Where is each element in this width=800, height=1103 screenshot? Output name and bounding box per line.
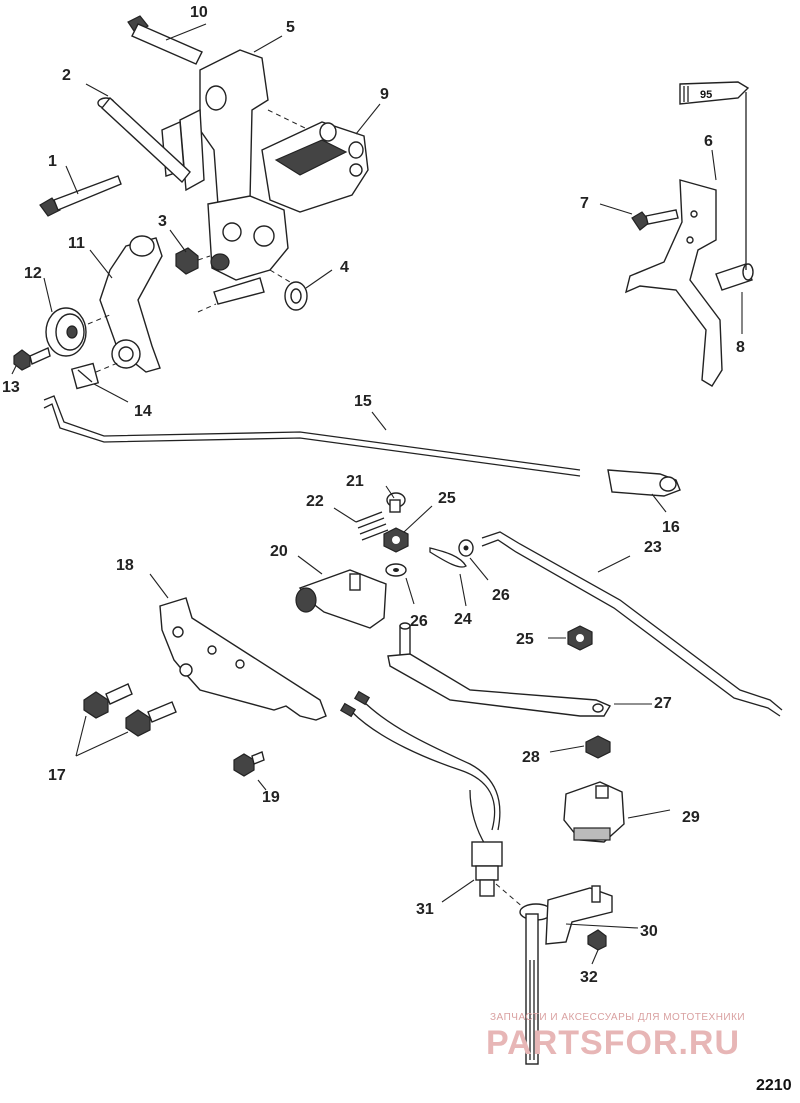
part-12-pulley (45, 307, 87, 357)
callout-16: 16 (662, 519, 680, 536)
callout-31: 31 (416, 901, 434, 918)
watermark-logo: ЗАПЧАСТИ И АКСЕССУАРЫ ДЛЯ МОТОТЕХНИКИ PA… (486, 1012, 745, 1062)
watermark-brand: PARTSFOR.RU (486, 1024, 740, 1062)
part-2-pin (97, 96, 191, 184)
sealant-tube-label: 95 (700, 89, 712, 101)
part-8-pin (715, 263, 754, 291)
part-14-clip (70, 362, 100, 390)
part-25-nut-upper (383, 527, 409, 553)
part-11-lever (99, 235, 163, 373)
callout-29: 29 (682, 809, 700, 826)
part-26-washer-b (385, 563, 407, 577)
part-25-nut-lower (567, 625, 593, 651)
callout-12: 12 (24, 265, 42, 282)
trunnion-block (207, 195, 289, 281)
callout-4: 4 (340, 259, 349, 276)
callout-21: 21 (346, 473, 364, 490)
part-23-rod (481, 531, 783, 717)
callout-20: 20 (270, 543, 288, 560)
part-1-bolt (39, 175, 122, 217)
part-30-shaft-assembly (519, 885, 613, 1065)
part-29-switch (563, 781, 625, 843)
part-4-bushing (284, 281, 308, 311)
part-9-clamp (261, 121, 369, 213)
part-18-bracket (159, 597, 327, 721)
part-24-cotter-pin (429, 547, 467, 568)
callout-30: 30 (640, 923, 658, 940)
part-5-bracket (161, 49, 269, 211)
part-3-nut (175, 247, 199, 275)
callout-18: 18 (116, 557, 134, 574)
callout-24: 24 (454, 611, 472, 628)
part-10-bolt (127, 15, 203, 65)
callout-32: 32 (580, 969, 598, 986)
callout-13: 13 (2, 379, 20, 396)
callout-25-lower: 25 (516, 631, 534, 648)
part-19-screw (233, 751, 265, 777)
part-17-bolt-a (83, 683, 133, 719)
part-17-bolt-b (125, 701, 177, 737)
callout-22: 22 (306, 493, 324, 510)
callout-19: 19 (262, 789, 280, 806)
callout-25-upper: 25 (438, 490, 456, 507)
part-13-nut (13, 347, 51, 371)
callout-27: 27 (654, 695, 672, 712)
part-26-washer-a (458, 539, 474, 557)
diagram-reference-number: 2210 (756, 1077, 792, 1094)
part-28-nut (585, 735, 611, 759)
callout-2: 2 (62, 67, 71, 84)
callout-17: 17 (48, 767, 66, 784)
callout-28: 28 (522, 749, 540, 766)
callout-1: 1 (48, 153, 57, 170)
callout-14: 14 (134, 403, 152, 420)
callout-8: 8 (736, 339, 745, 356)
callout-numbers: 10 5 2 9 1 3 4 11 12 13 14 15 16 6 7 8 2… (2, 4, 745, 986)
part-31-harness (339, 690, 503, 897)
part-6-bracket (624, 179, 723, 387)
part-32-screw (587, 929, 607, 951)
callout-15: 15 (354, 393, 372, 410)
part-22-spring (355, 511, 389, 541)
callout-10: 10 (190, 4, 208, 21)
part-16-rod-end (607, 469, 681, 497)
stud (213, 277, 265, 305)
callout-5: 5 (286, 19, 295, 36)
callout-23: 23 (644, 539, 662, 556)
callout-26-right: 26 (492, 587, 510, 604)
part-15-link-rod (43, 395, 581, 477)
callout-3: 3 (158, 213, 167, 230)
leader-lines (11, 23, 743, 965)
watermark-tagline: ЗАПЧАСТИ И АКСЕССУАРЫ ДЛЯ МОТОТЕХНИКИ (490, 1012, 745, 1023)
callout-6: 6 (704, 133, 713, 150)
part-21-screw (386, 492, 406, 513)
callout-7: 7 (580, 195, 589, 212)
sealant-tube-icon: 95 (679, 81, 750, 105)
callout-26-left: 26 (410, 613, 428, 630)
part-7-bolt (631, 209, 679, 231)
callout-11: 11 (68, 235, 85, 252)
part-27-arm (387, 622, 612, 717)
callout-9: 9 (380, 86, 389, 103)
part-20-slide-bracket (295, 569, 387, 629)
